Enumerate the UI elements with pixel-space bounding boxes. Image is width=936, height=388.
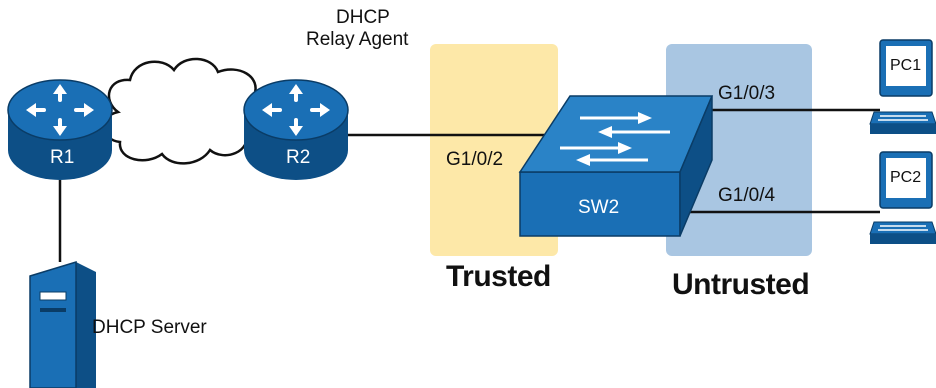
dhcp-server-label: DHCP Server — [92, 317, 207, 338]
relay-agent-label-line2: Relay Agent — [306, 29, 409, 50]
untrusted-zone-label: Untrusted — [672, 268, 810, 301]
router-icon — [7, 79, 113, 180]
cloud-icon — [102, 57, 266, 165]
pc1-label: PC1 — [890, 57, 922, 74]
router-icon — [243, 79, 349, 180]
r1-label: R1 — [50, 147, 75, 168]
port-g102-label: G1/0/2 — [446, 149, 504, 170]
relay-agent-label-line1: DHCP — [336, 7, 390, 28]
port-g103-label: G1/0/3 — [718, 83, 776, 104]
switch-icon — [518, 95, 714, 237]
port-g104-label: G1/0/4 — [718, 185, 776, 206]
pc-icon — [869, 39, 936, 134]
server-icon — [29, 260, 96, 388]
pc2-label: PC2 — [890, 169, 922, 186]
pc-icon — [869, 151, 936, 244]
trusted-zone-label: Trusted — [446, 260, 551, 293]
sw2-label: SW2 — [578, 197, 620, 218]
r2-label: R2 — [286, 147, 311, 168]
